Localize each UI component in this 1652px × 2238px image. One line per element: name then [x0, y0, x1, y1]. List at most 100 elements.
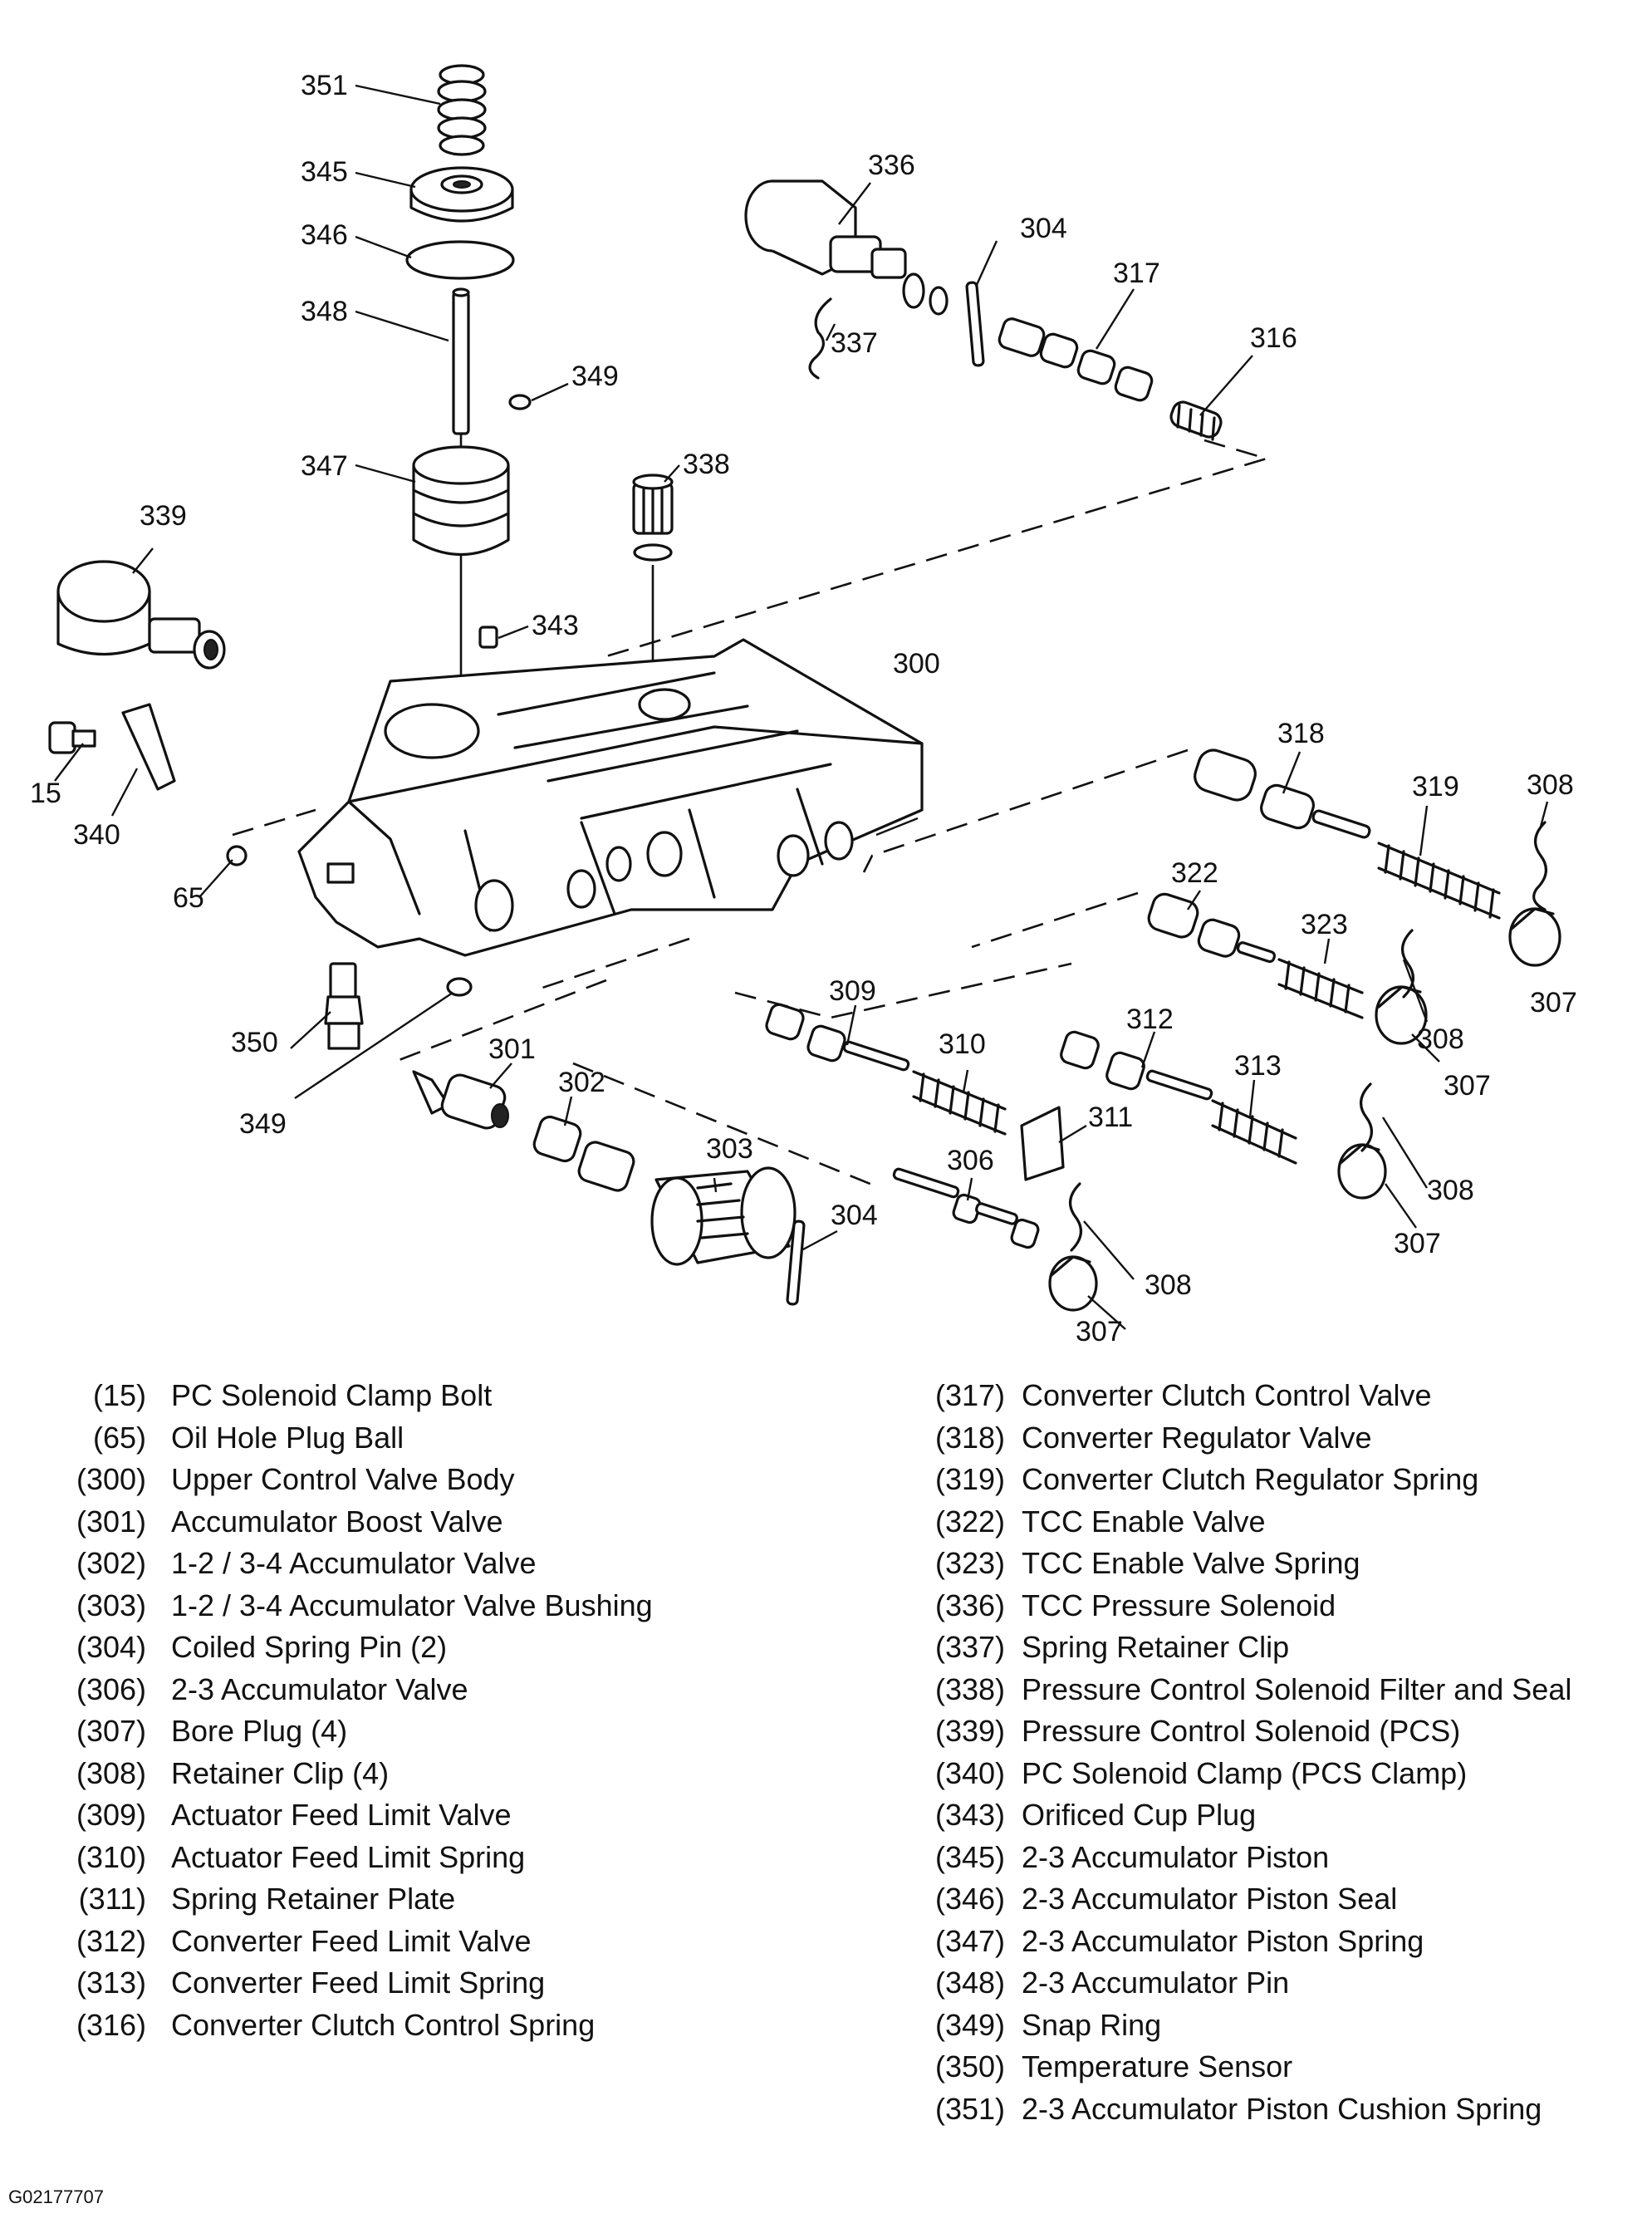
legend-item-number: (302) — [76, 1546, 146, 1580]
legend-item-number: (348) — [934, 1966, 1005, 2000]
legend-item-number: (338) — [934, 1671, 1005, 1706]
callout-307-c: 307 — [1394, 1228, 1441, 1259]
legend-item-description: Converter Feed Limit Valve — [171, 1923, 532, 1958]
retainer-clip-308-c — [1360, 1082, 1373, 1152]
callout-317: 317 — [1113, 258, 1160, 289]
legend-item-description: Pressure Control Solenoid (PCS) — [1022, 1714, 1461, 1748]
legend-item-description: Oil Hole Plug Ball — [171, 1420, 404, 1455]
clamp-bolt-15 — [48, 721, 96, 754]
converter-clutch-control-valve-317 — [998, 317, 1154, 402]
legend-item: (15)PC Solenoid Clamp Bolt — [0, 1379, 864, 1412]
callout-316: 316 — [1250, 322, 1297, 354]
accumulator-valve-306 — [892, 1167, 1040, 1249]
legend-item: (318)Converter Regulator Valve — [864, 1421, 1652, 1455]
callout-300: 300 — [893, 648, 940, 680]
callout-65: 65 — [173, 882, 204, 914]
legend-item-number: (306) — [76, 1671, 146, 1706]
leader-lines — [54, 84, 1549, 1330]
callout-350: 350 — [231, 1027, 278, 1058]
legend-item-number: (15) — [92, 1378, 146, 1412]
callout-348: 348 — [301, 296, 348, 327]
legend-item-description: TCC Enable Valve — [1022, 1504, 1266, 1539]
callout-337: 337 — [831, 327, 878, 359]
legend-item: (340)PC Solenoid Clamp (PCS Clamp) — [864, 1755, 1652, 1790]
legend-item-description: 2-3 Accumulator Valve — [171, 1671, 468, 1706]
callout-303: 303 — [706, 1133, 753, 1165]
callout-319: 319 — [1412, 771, 1459, 802]
legend-item: (348)2-3 Accumulator Pin — [864, 1966, 1652, 2000]
legend-item-number: (349) — [934, 2007, 1005, 2042]
legend-item-number: (347) — [934, 1923, 1005, 1958]
legend-item-description: Temperature Sensor — [1022, 2049, 1293, 2083]
guide-line-318 — [862, 748, 1189, 873]
cup-plug-343 — [478, 626, 498, 649]
legend-item-description: Pressure Control Solenoid Filter and Sea… — [1022, 1671, 1572, 1706]
accumulator-piston-345 — [409, 166, 514, 223]
legend-item-description: Converter Clutch Regulator Spring — [1022, 1462, 1479, 1496]
legend-item-description: Converter Feed Limit Spring — [171, 1966, 546, 2000]
retainer-clip-308-a — [1532, 821, 1547, 911]
legend-item: (316)Converter Clutch Control Spring — [0, 2007, 864, 2042]
callout-306: 306 — [947, 1145, 994, 1176]
legend-item: (307)Bore Plug (4) — [0, 1715, 864, 1748]
legend-item-number: (311) — [78, 1882, 146, 1916]
legend-item: (338) Pressure Control Solenoid Filter an… — [864, 1671, 1652, 1706]
legend-item-description: 2-3 Accumulator Piston Seal — [1022, 1882, 1398, 1916]
callout-308-a: 308 — [1527, 769, 1574, 801]
callout-307-d: 307 — [1076, 1316, 1123, 1347]
legend-item-description: 1-2 / 3-4 Accumulator Valve — [171, 1546, 537, 1580]
piston-seal-346 — [405, 240, 515, 280]
legend-item-number: (307) — [76, 1714, 146, 1748]
legend-item-number: (301) — [76, 1504, 146, 1539]
legend-item-number: (350) — [934, 2049, 1005, 2083]
legend-item: (306) 2-3 Accumulator Valve — [0, 1671, 864, 1706]
callout-323: 323 — [1301, 909, 1348, 940]
legend-item: (350) Temperature Sensor — [864, 2050, 1652, 2083]
legend-item-number: (313) — [76, 1966, 146, 2000]
upper-control-valve-body-300 — [297, 638, 924, 957]
legend-item-number: (309) — [76, 1798, 146, 1832]
legend-item-description: 2-3 Accumulator Piston — [1022, 1839, 1330, 1874]
actuator-feed-limit-spring-310 — [912, 1070, 1007, 1136]
spring-retainer-clip-337 — [808, 297, 832, 380]
legend-item-number: (317) — [934, 1378, 1005, 1412]
callout-312: 312 — [1126, 1004, 1174, 1035]
callout-349-upper: 349 — [571, 361, 619, 392]
legend-item: (345)2-3 Accumulator Piston — [864, 1839, 1652, 1874]
accumulator-boost-valve-301 — [412, 1070, 509, 1130]
exploded-diagram: 351 345 346 348 349 347 339 343 338 15 3… — [30, 64, 1577, 1347]
callout-307-b: 307 — [1444, 1070, 1491, 1102]
converter-regulator-valve-318 — [1194, 748, 1371, 839]
callout-318: 318 — [1277, 718, 1325, 749]
callout-338: 338 — [683, 449, 730, 480]
legend-item-number: (323) — [934, 1546, 1005, 1580]
legend-item: (339)Pressure Control Solenoid (PCS) — [864, 1715, 1652, 1748]
legend-item-number: (316) — [76, 2007, 146, 2042]
tcc-pressure-solenoid-336 — [744, 179, 907, 279]
legend-item-number: (340) — [934, 1755, 1005, 1790]
legend-item-number: (319) — [934, 1462, 1005, 1496]
piston-spring-347 — [412, 445, 510, 557]
legend-item-description: 1-2 / 3-4 Accumulator Valve Bushing — [171, 1588, 653, 1622]
converter-feed-limit-valve-312 — [1060, 1030, 1213, 1101]
callout-302: 302 — [558, 1067, 605, 1098]
callout-15: 15 — [30, 778, 61, 809]
accumulator-valve-302 — [532, 1115, 635, 1192]
legend-item-number: (310) — [76, 1839, 146, 1874]
legend-item-description: Retainer Clip (4) — [171, 1755, 390, 1790]
solenoid-seal — [902, 272, 925, 309]
bore-plug-307-c — [1337, 1143, 1387, 1200]
callout-308-c: 308 — [1427, 1175, 1474, 1206]
figure-code: G02177707 — [8, 2186, 104, 2207]
guide-line-322 — [971, 891, 1139, 949]
bore-plug-307-d — [1048, 1255, 1098, 1312]
callout-311: 311 — [1088, 1102, 1133, 1133]
legend-item: (323)TCC Enable Valve Spring — [864, 1547, 1652, 1580]
callout-304-upper: 304 — [1020, 213, 1067, 244]
legend-item: (312) Converter Feed Limit Valve — [0, 1923, 864, 1958]
coiled-spring-pin-304-lower — [786, 1220, 806, 1306]
legend-item-number: (312) — [76, 1923, 146, 1958]
legend-item-number: (304) — [76, 1630, 146, 1664]
legend-item-number: (346) — [934, 1882, 1005, 1916]
legend-item-number: (322) — [934, 1504, 1005, 1539]
